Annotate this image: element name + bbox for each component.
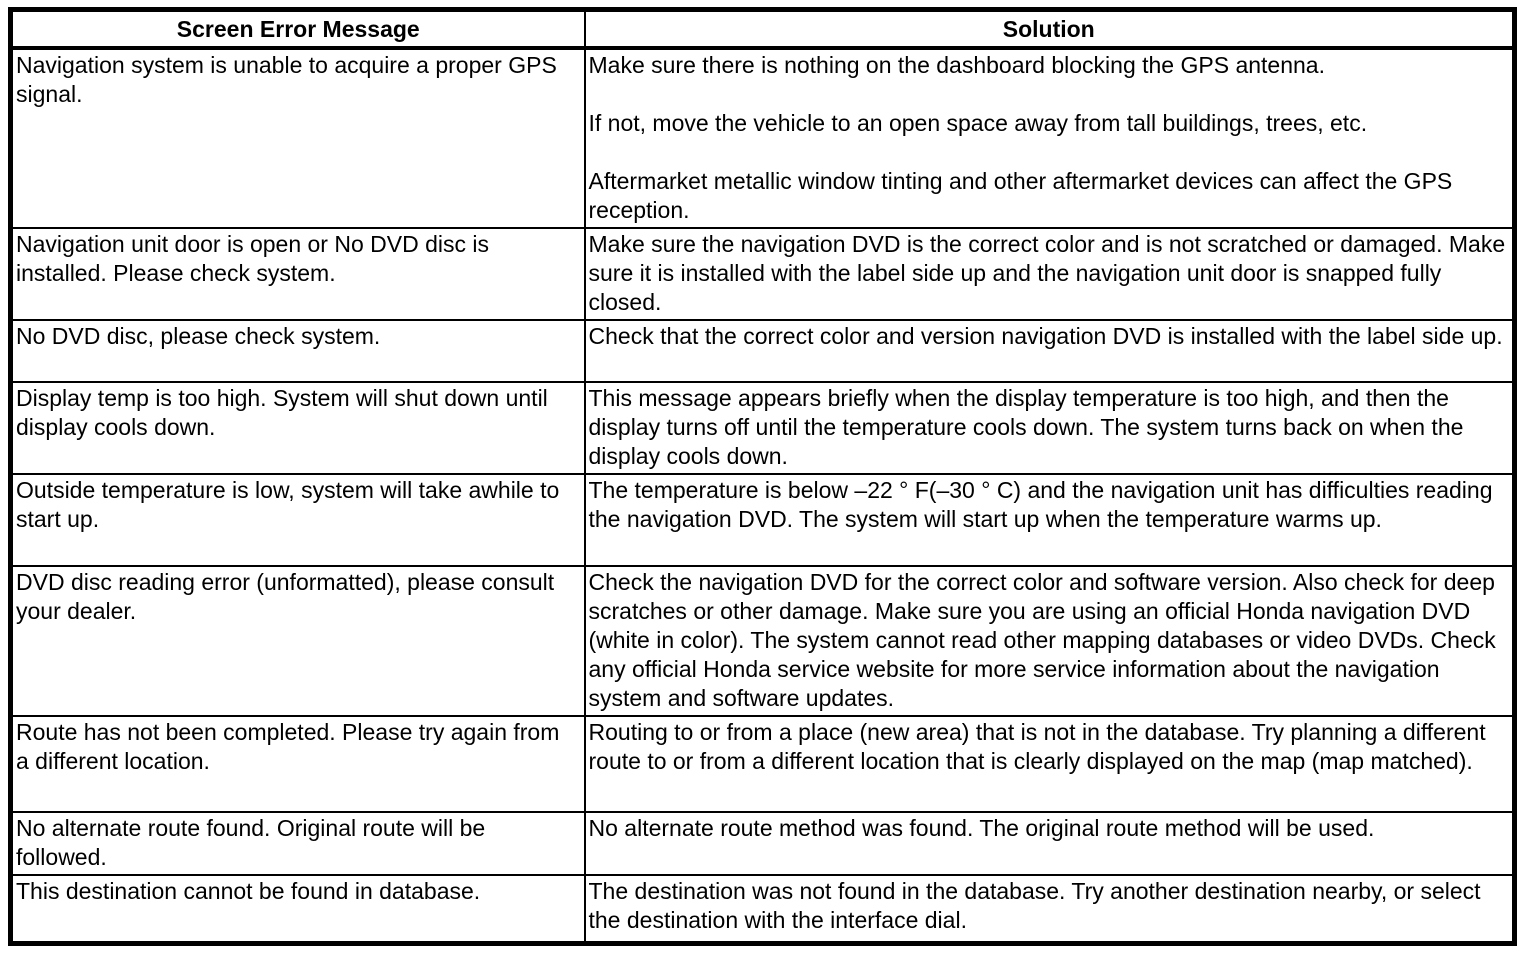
error-message-cell: DVD disc reading error (unformatted), pl… (9, 565, 586, 717)
table-row: No alternate route found. Original route… (9, 811, 1516, 876)
solution-cell: The temperature is below –22 ° F(–30 ° C… (583, 473, 1516, 567)
solution-cell: This message appears briefly when the di… (583, 381, 1516, 475)
error-message-cell: This destination cannot be found in data… (9, 874, 586, 944)
header-row: Screen Error Message Solution (9, 8, 1516, 50)
error-message-cell: Display temp is too high. System will sh… (9, 381, 586, 475)
column-header-screen-error-message: Screen Error Message (9, 8, 586, 50)
error-message-cell: Navigation system is unable to acquire a… (9, 47, 586, 229)
error-message-cell: No alternate route found. Original route… (9, 811, 586, 876)
solution-cell: No alternate route method was found. The… (583, 811, 1516, 876)
error-message-table: Screen Error Message Solution Navigation… (8, 7, 1517, 946)
solution-cell: The destination was not found in the dat… (583, 874, 1516, 944)
error-message-cell: Outside temperature is low, system will … (9, 473, 586, 567)
table-row: No DVD disc, please check system. Check … (9, 319, 1516, 383)
table-row: Navigation unit door is open or No DVD d… (9, 227, 1516, 321)
error-message-cell: No DVD disc, please check system. (9, 319, 586, 383)
error-message-cell: Navigation unit door is open or No DVD d… (9, 227, 586, 321)
table-row: Outside temperature is low, system will … (9, 473, 1516, 567)
solution-cell: Check that the correct color and version… (583, 319, 1516, 383)
table-row: Route has not been completed. Please try… (9, 715, 1516, 813)
solution-cell: Check the navigation DVD for the correct… (583, 565, 1516, 717)
table-row: This destination cannot be found in data… (9, 874, 1516, 944)
solution-cell: Routing to or from a place (new area) th… (583, 715, 1516, 813)
error-message-cell: Route has not been completed. Please try… (9, 715, 586, 813)
table-row: DVD disc reading error (unformatted), pl… (9, 565, 1516, 717)
solution-cell: Make sure the navigation DVD is the corr… (583, 227, 1516, 321)
table-row: Display temp is too high. System will sh… (9, 381, 1516, 475)
column-header-solution: Solution (583, 8, 1516, 50)
solution-cell: Make sure there is nothing on the dashbo… (583, 47, 1516, 229)
table-row: Navigation system is unable to acquire a… (9, 47, 1516, 229)
